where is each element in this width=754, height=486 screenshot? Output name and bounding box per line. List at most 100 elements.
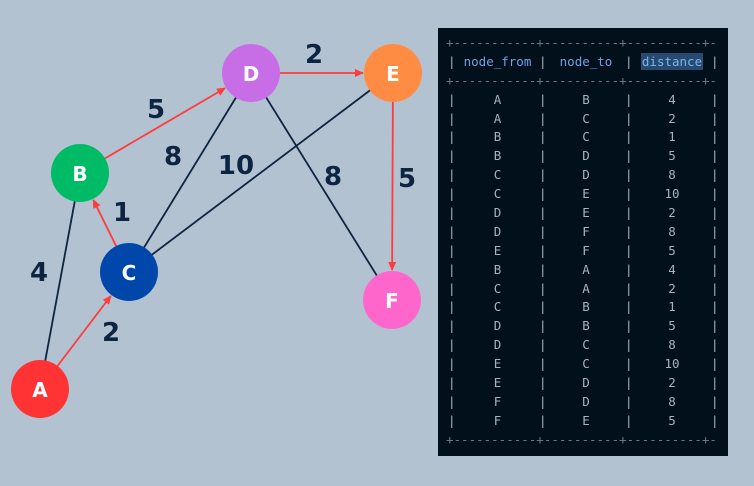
table-pipe: | xyxy=(625,205,633,221)
edge-weight-c-d: 8 xyxy=(164,142,182,172)
table-pipe: | xyxy=(711,205,719,221)
table-cell: B xyxy=(493,129,502,145)
table-cell: 4 xyxy=(668,91,676,107)
table-pipe: | xyxy=(539,223,547,239)
table-pipe: | xyxy=(625,393,633,409)
node-e: E xyxy=(364,44,422,102)
table-cell: A xyxy=(493,110,502,126)
edge-e-f xyxy=(388,99,397,272)
edge-b-d xyxy=(102,87,226,161)
edge-weight-a-b: 4 xyxy=(30,258,48,288)
table-cell: B xyxy=(582,299,590,315)
table-cell: 10 xyxy=(664,356,680,372)
table-pipe: | xyxy=(711,53,719,69)
table-cell: C xyxy=(493,299,502,315)
node-circle-f xyxy=(363,271,421,329)
table-pipe: | xyxy=(625,242,633,258)
table-pipe: | xyxy=(711,129,719,145)
table-pipe: | xyxy=(539,393,547,409)
table-pipe: | xyxy=(711,167,719,183)
table-pipe: | xyxy=(539,53,547,69)
table-pipe: | xyxy=(711,412,719,428)
table-pipe: | xyxy=(711,318,719,334)
table-cell: C xyxy=(493,186,502,202)
table-pipe: | xyxy=(448,356,456,372)
table-pipe: | xyxy=(711,393,719,409)
edge-d-f xyxy=(264,95,379,278)
table-cell: 8 xyxy=(668,223,676,239)
table-pipe: | xyxy=(711,299,719,315)
edge-weight-c-b: 1 xyxy=(113,198,131,228)
table-pipe: | xyxy=(448,299,456,315)
table-cell: E xyxy=(493,356,502,372)
edge-c-b xyxy=(92,198,118,249)
edge-a-b xyxy=(44,199,76,363)
table-cell: 4 xyxy=(668,261,676,277)
edge-c-e xyxy=(150,88,372,257)
table-cell: 5 xyxy=(668,318,676,334)
table-cell: F xyxy=(493,412,502,428)
table-cell: 8 xyxy=(668,337,676,353)
node-label-d: D xyxy=(243,62,260,86)
table-cell: C xyxy=(493,280,502,296)
table-header-divider: +-----------+----------+----------+- xyxy=(438,72,728,91)
node-label-c: C xyxy=(122,261,137,285)
table-pipe: | xyxy=(448,223,456,239)
table-pipe: | xyxy=(711,91,719,107)
node-b: B xyxy=(51,144,109,202)
table-pipe: | xyxy=(625,167,633,183)
edge-weight-e-f: 5 xyxy=(398,164,416,194)
table-header-node-from: node_from xyxy=(463,53,532,69)
node-label-b: B xyxy=(72,162,87,186)
table-pipe: | xyxy=(625,318,633,334)
table-pipe: | xyxy=(625,129,633,145)
table-pipe: | xyxy=(711,148,719,164)
table-cell: E xyxy=(582,412,590,428)
table-cell: C xyxy=(582,129,590,145)
table-cell: 2 xyxy=(668,280,676,296)
table-pipe: | xyxy=(448,318,456,334)
table-pipe: | xyxy=(448,148,456,164)
table-cell: E xyxy=(582,186,590,202)
table-pipe: | xyxy=(711,110,719,126)
table-cell: D xyxy=(493,318,502,334)
table-cell: 2 xyxy=(668,110,676,126)
table-pipe: | xyxy=(625,91,633,107)
node-f: F xyxy=(363,271,421,329)
table-pipe: | xyxy=(625,110,633,126)
table-bottom-border: +-----------+----------+----------+- xyxy=(438,431,728,450)
table-cell: C xyxy=(582,337,590,353)
table-pipe: | xyxy=(448,412,456,428)
table-pipe: | xyxy=(625,186,633,202)
table-cell: B xyxy=(493,261,502,277)
table-pipe: | xyxy=(448,337,456,353)
table-pipe: | xyxy=(539,299,547,315)
table-header-distance: distance xyxy=(633,52,711,72)
table-pipe: | xyxy=(711,261,719,277)
table-cell: D xyxy=(582,167,590,183)
table-pipe: | xyxy=(539,412,547,428)
table-pipe: | xyxy=(448,375,456,391)
table-top-border: +-----------+----------+----------+- xyxy=(438,34,728,53)
table-pipe: | xyxy=(448,242,456,258)
table-pipe: | xyxy=(539,110,547,126)
table-pipe: | xyxy=(625,53,633,69)
table-pipe: | xyxy=(539,91,547,107)
table-cell: D xyxy=(493,205,502,221)
node-label-f: F xyxy=(385,289,399,313)
table-pipe: | xyxy=(448,53,456,69)
table-pipe: | xyxy=(625,412,633,428)
table-pipe: | xyxy=(711,242,719,258)
edge-c-d xyxy=(142,95,238,250)
node-d: D xyxy=(222,44,280,102)
